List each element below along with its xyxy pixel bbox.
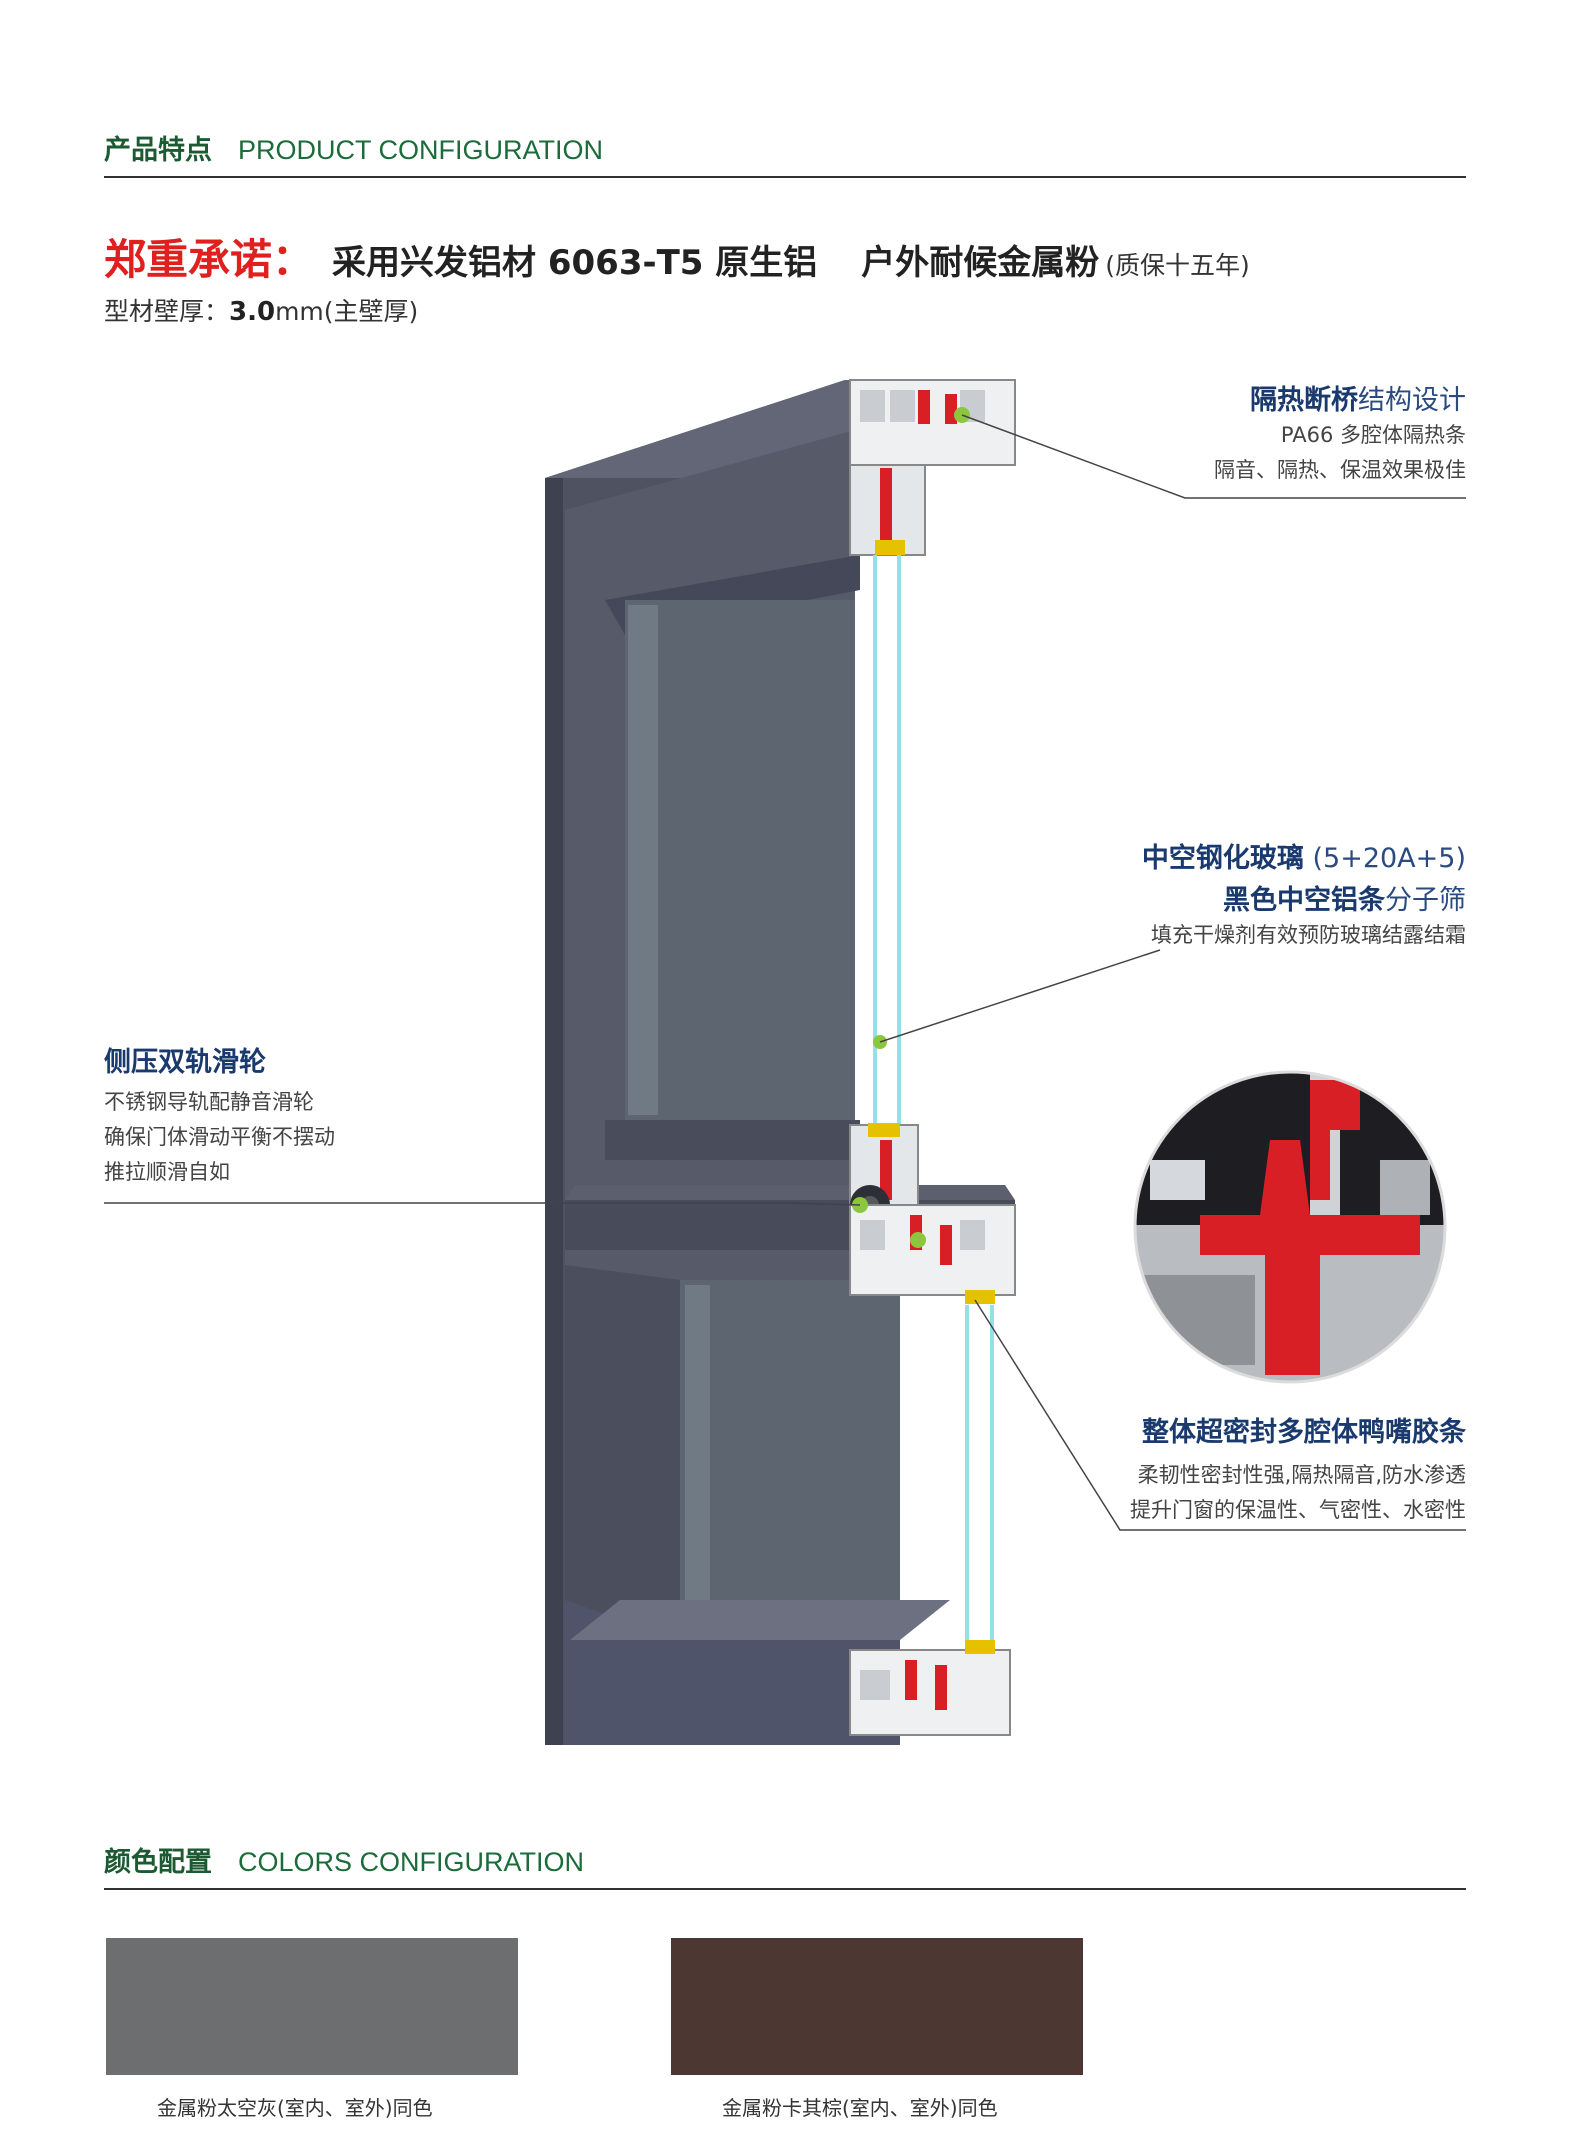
lower-sash-inner-left — [565, 1265, 680, 1650]
thickness-unit: mm(主壁厚) — [275, 297, 419, 326]
swatch-khaki-brown — [671, 1938, 1083, 2075]
top-gasket-b — [945, 394, 957, 424]
seal-bold: 整体超密封多腔体鸭嘴胶条 — [1142, 1417, 1466, 1448]
colors-title-en: COLORS CONFIGURATION — [238, 1847, 585, 1877]
thermal-line: PA66 多腔体隔热条 — [1280, 423, 1466, 447]
section-title-product: 产品特点 PRODUCT CONFIGURATION — [104, 128, 603, 167]
section-title-colors: 颜色配置 COLORS CONFIGURATION — [104, 1840, 584, 1879]
pulley-bold: 侧压双轨滑轮 — [104, 1047, 266, 1078]
lower-glass-right — [990, 1305, 994, 1660]
thermal-bold: 隔热断桥 — [1250, 385, 1358, 416]
feature-seal-title: 整体超密封多腔体鸭嘴胶条 — [1142, 1410, 1466, 1449]
wall-thickness: 型材壁厚：3.0mm(主壁厚) — [104, 292, 418, 328]
colors-title-zh: 颜色配置 — [104, 1847, 212, 1878]
promise-powder: 户外耐候金属粉 — [861, 243, 1100, 283]
bottom-glass-clip — [965, 1640, 995, 1654]
glass-bold-1: 中空钢化玻璃 — [1141, 843, 1304, 874]
dot-seal — [910, 1232, 926, 1248]
promise-material: 采用兴发铝材 6063-T5 原生铝 — [332, 243, 818, 283]
leader-thermal — [961, 414, 1466, 499]
glass-light-1: (5+20A+5) — [1303, 843, 1466, 874]
feature-pulley-desc: 不锈钢导轨配静音滑轮 确保门体滑动平衡不摆动 推拉顺滑自如 — [104, 1085, 335, 1190]
seal-line: 柔韧性密封性强,隔热隔音,防水渗透 — [1137, 1463, 1466, 1487]
lower-sill-top — [570, 1600, 950, 1640]
leader-seal — [974, 1299, 1466, 1531]
top-gasket-a — [918, 390, 930, 424]
leader-pulley — [104, 1202, 861, 1206]
feature-glass-title-1: 中空钢化玻璃 (5+20A+5) — [1142, 836, 1466, 875]
promise-warranty: (质保十五年) — [1105, 251, 1250, 280]
glass-edge-right — [897, 555, 901, 1130]
lower-glass-strip — [685, 1285, 710, 1655]
lower-glass-pane — [680, 1280, 900, 1660]
thickness-value: 3.0 — [229, 297, 276, 327]
feature-glass-title-2: 黑色中空铝条分子筛 — [1223, 878, 1466, 917]
mid-glass-clip — [868, 1123, 900, 1137]
upper-glass-pane — [625, 600, 855, 1120]
thickness-label: 型材壁厚： — [104, 297, 230, 326]
section-title-en: PRODUCT CONFIGURATION — [238, 135, 604, 165]
glass-edge-left — [873, 555, 877, 1130]
pulley-line: 确保门体滑动平衡不摆动 — [104, 1125, 335, 1149]
top-glass-clip — [875, 540, 905, 555]
promise-line: 郑重承诺： 采用兴发铝材 6063-T5 原生铝 户外耐候金属粉(质保十五年) — [104, 226, 1250, 287]
mid-gasket-b — [940, 1225, 952, 1265]
header-rule — [104, 176, 1466, 178]
seal-line: 提升门窗的保温性、气密性、水密性 — [1130, 1498, 1466, 1522]
pulley-line: 不锈钢导轨配静音滑轮 — [104, 1090, 314, 1114]
colors-rule — [104, 1888, 1466, 1890]
leader-glass — [879, 949, 1161, 1043]
middle-rail-top — [565, 1185, 1015, 1200]
frame-side-edge — [545, 478, 563, 1745]
upper-sash-bottom — [605, 1120, 860, 1160]
pulley-line: 推拉顺滑自如 — [104, 1160, 230, 1184]
thermal-line: 隔音、隔热、保温效果极佳 — [1214, 458, 1466, 482]
upper-glass-strip — [628, 605, 658, 1115]
swatch-caption: 金属粉太空灰(室内、室外)同色 — [157, 2096, 433, 2120]
feature-thermal-title: 隔热断桥结构设计 — [1250, 378, 1466, 417]
glass-light-2: 分子筛 — [1385, 885, 1466, 916]
thermal-light: 结构设计 — [1358, 385, 1466, 416]
swatch-space-gray — [106, 1938, 518, 2075]
glass-line: 填充干燥剂有效预防玻璃结露结霜 — [1151, 923, 1466, 947]
feature-thermal-desc: PA66 多腔体隔热条 隔音、隔热、保温效果极佳 — [1214, 418, 1466, 488]
feature-seal-desc: 柔韧性密封性强,隔热隔音,防水渗透 提升门窗的保温性、气密性、水密性 — [1130, 1458, 1466, 1528]
glass-bold-2: 黑色中空铝条 — [1223, 885, 1385, 916]
lower-glass-clip — [965, 1290, 995, 1304]
feature-glass-desc: 填充干燥剂有效预防玻璃结露结霜 — [1151, 918, 1466, 953]
section-title-zh: 产品特点 — [104, 135, 212, 166]
promise-label: 郑重承诺： — [104, 235, 315, 284]
lower-glass-left — [965, 1305, 969, 1660]
feature-pulley-title: 侧压双轨滑轮 — [104, 1040, 266, 1079]
swatch-caption: 金属粉卡其棕(室内、室外)同色 — [722, 2096, 998, 2120]
